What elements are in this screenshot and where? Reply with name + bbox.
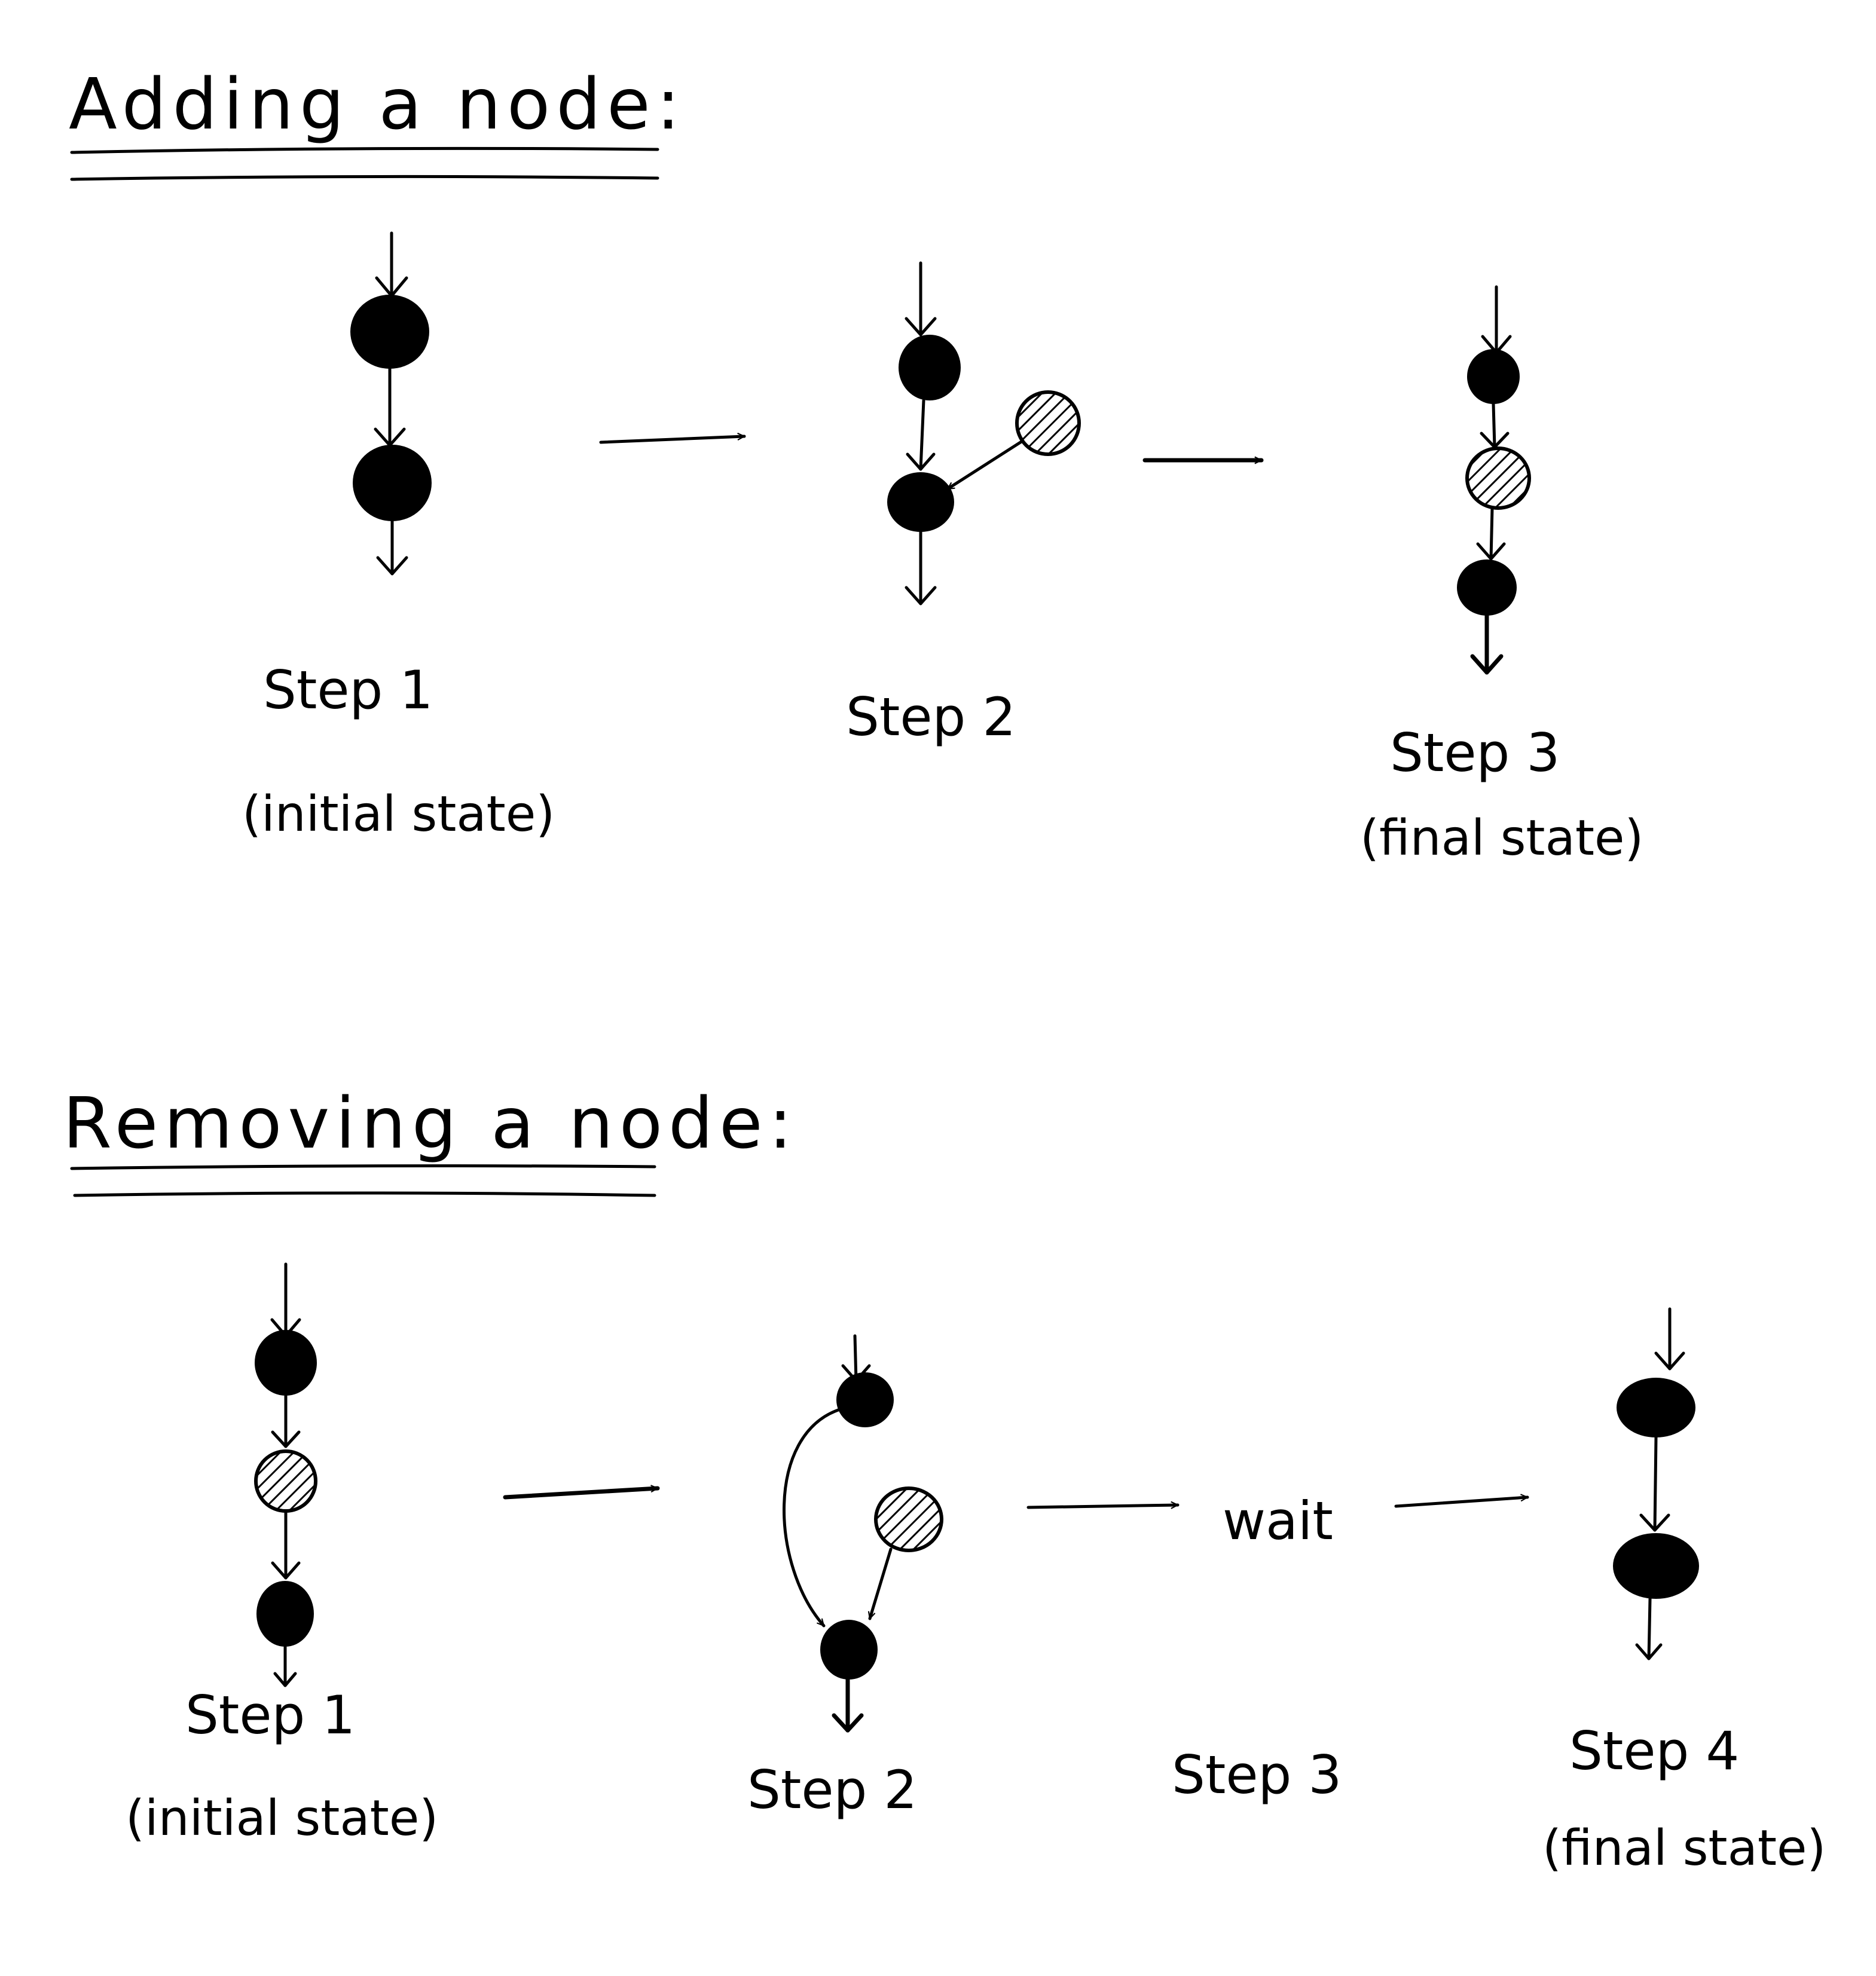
arrowhead <box>1476 542 1506 561</box>
arrowhead <box>271 1561 301 1580</box>
adding-step3-label: Step 3 <box>1390 722 1560 784</box>
node-new-hatched <box>1465 446 1531 510</box>
edge-out <box>1647 1597 1652 1660</box>
node-filled <box>1467 349 1520 404</box>
node-filled <box>353 445 432 521</box>
edge <box>1653 1436 1658 1532</box>
adding-step1-graph <box>350 231 432 576</box>
transition-arrow <box>1394 1497 1529 1508</box>
arrowhead <box>905 317 937 337</box>
removing-title: Removing a node: <box>63 1082 798 1164</box>
removing-step3-label: Step 3 <box>1172 1744 1342 1806</box>
removing-step1-note: (initial state) <box>126 1790 438 1847</box>
node-filled <box>1457 559 1517 616</box>
arrowhead <box>1635 1643 1663 1660</box>
arrowhead <box>832 1713 864 1733</box>
node-filled <box>1613 1533 1699 1599</box>
edge-new <box>946 439 1024 491</box>
transition-arrow <box>503 1488 660 1500</box>
removing-title-underline-2 <box>73 1191 656 1197</box>
adding-step2-label: Step 2 <box>846 686 1016 748</box>
arrowhead <box>906 452 936 471</box>
arrowhead <box>905 586 937 605</box>
removing-step4-note: (final state) <box>1542 1820 1826 1877</box>
removing-wait-label: wait <box>1223 1490 1333 1552</box>
node-filled <box>350 295 429 369</box>
removing-step2-label: Step 2 <box>747 1759 917 1821</box>
removing-title-underline-1 <box>70 1164 656 1170</box>
arrowhead <box>376 556 408 576</box>
removing-step1-label: Step 1 <box>185 1684 355 1746</box>
node-new-hatched <box>1015 390 1081 456</box>
adding-title-underline-1 <box>70 146 659 154</box>
node-hatched <box>254 1449 317 1513</box>
arrowhead <box>1470 654 1504 675</box>
transition-arrow <box>599 436 746 444</box>
edge-bypass <box>782 1408 842 1628</box>
node-filled <box>256 1581 314 1647</box>
edge-in <box>853 1334 858 1382</box>
adding-step3-note: (final state) <box>1360 810 1643 867</box>
adding-step1-note: (initial state) <box>242 786 555 843</box>
edge <box>1489 506 1494 561</box>
removing-step4-graph <box>1613 1307 1699 1660</box>
adding-title-underline-2 <box>70 175 659 181</box>
removing-step4-label: Step 4 <box>1569 1720 1739 1782</box>
edge <box>919 399 925 471</box>
transition-arrow <box>1026 1505 1180 1507</box>
node-filled <box>899 335 961 400</box>
node-removing-hatched <box>874 1486 943 1552</box>
removing-step1-graph <box>254 1262 317 1687</box>
arrowhead <box>271 1430 301 1448</box>
arrowhead <box>1654 1351 1685 1371</box>
node-filled <box>1617 1378 1695 1437</box>
adding-step2-graph <box>887 261 1081 605</box>
edge-removing <box>870 1547 893 1620</box>
adding-step3-graph <box>1457 285 1531 675</box>
removing-step2-graph <box>782 1334 943 1733</box>
section-removing: Removing a node: Step 1 (initial state) <box>63 1082 1826 1877</box>
edge <box>1492 402 1496 449</box>
node-filled <box>820 1620 878 1680</box>
section-adding: Adding a node: Step 1 (initial state) <box>69 63 1643 867</box>
arrowhead <box>1639 1513 1670 1532</box>
arrowhead <box>273 1672 297 1687</box>
node-filled <box>887 472 954 532</box>
node-filled <box>255 1330 317 1396</box>
adding-step1-label: Step 1 <box>263 659 433 721</box>
node-filled <box>836 1372 894 1427</box>
adding-title: Adding a node: <box>69 63 686 145</box>
